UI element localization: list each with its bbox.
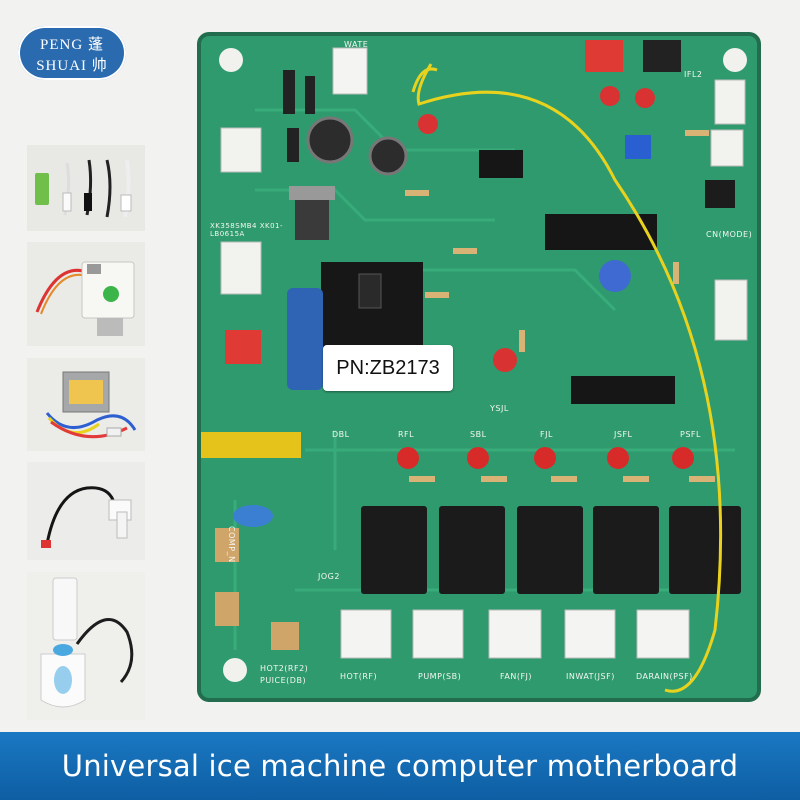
silk-ysjl: YSJL — [490, 404, 509, 413]
thumb-temperature-probe[interactable] — [27, 462, 145, 560]
brand-logo: PENG 蓬 SHUAI 帅 — [18, 26, 126, 80]
brand-line-2: SHUAI 帅 — [36, 58, 108, 74]
thumb-sensors[interactable] — [27, 145, 145, 231]
thumb-transformer[interactable] — [27, 358, 145, 451]
silk-wate: WATE — [344, 40, 369, 49]
silk-ifl2: IFL2 — [684, 70, 703, 79]
led-label-fjl: FJL — [540, 430, 553, 439]
silk-comp-n: COMP_N — [227, 526, 236, 563]
connector-label-inwat: INWAT(JSF) — [566, 672, 615, 681]
silk-cn-mode: CN(MODE) — [706, 230, 753, 239]
led-label-psfl: PSFL — [680, 430, 701, 439]
thumb-water-sensor[interactable] — [27, 572, 145, 720]
silk-puice: PUICE(DB) — [260, 676, 307, 685]
banner-title: Universal ice machine computer motherboa… — [61, 749, 739, 783]
ice-machine-motherboard — [195, 30, 765, 705]
silk-jog2: JOG2 — [318, 572, 340, 581]
brand-line-1: PENG 蓬 — [40, 37, 104, 53]
led-label-rfl: RFL — [398, 430, 415, 439]
led-label-dbl: DBL — [332, 430, 350, 439]
part-number-label: PN:ZB2173 — [323, 345, 453, 391]
led-label-sbl: SBL — [470, 430, 487, 439]
connector-label-hot: HOT(RF) — [340, 672, 378, 681]
connector-label-fan: FAN(FJ) — [500, 672, 533, 681]
connector-label-pump: PUMP(SB) — [418, 672, 462, 681]
title-banner: Universal ice machine computer motherboa… — [0, 732, 800, 800]
thumb-water-level-switch[interactable] — [27, 242, 145, 346]
silk-model: XK358SMB4 XK01-LB0615A — [210, 222, 284, 238]
silk-hot2: HOT2(RF2) — [260, 664, 309, 673]
led-label-jsfl: JSFL — [614, 430, 633, 439]
connector-label-darain: DARAIN(PSF) — [636, 672, 693, 681]
